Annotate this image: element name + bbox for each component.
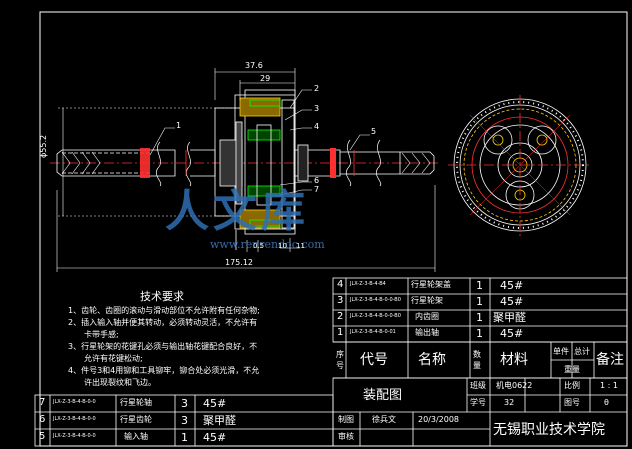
school-name: 无锡职业技术学院: [493, 422, 605, 438]
hdr-name: 名称: [418, 352, 446, 368]
end-view: [448, 95, 592, 236]
bom-name: 行星齿轮: [120, 415, 152, 424]
watermark-logo: 人文库: [165, 186, 309, 237]
balloon-4: 4: [314, 122, 320, 131]
dim-11: 11: [296, 242, 305, 250]
bom-code: JLX-Z-3-B-4-B-0-0: [53, 433, 96, 439]
balloon-leaders: [149, 89, 370, 196]
bom-mat: 45#: [500, 327, 524, 340]
hdr-mat: 材料: [500, 352, 528, 368]
id-value: 32: [504, 398, 515, 407]
bom-lower-grid: [34, 394, 334, 447]
balloon-3: 3: [314, 104, 320, 113]
bom-code: JLX-Z-3-B-4-B-0-0: [53, 416, 96, 422]
bom-qty: 3: [181, 414, 188, 427]
bom-code: JLX-Z-3-B-4-B-0-0: [53, 399, 96, 405]
bom-no: 1: [337, 327, 344, 338]
tech-line: 卡带手感;: [84, 330, 119, 339]
tech-line: 许出现裂纹和飞边。: [84, 378, 156, 387]
dim-175-12: 175.12: [225, 258, 253, 267]
hdr-code: 代号: [360, 352, 388, 368]
id-label: 学号: [470, 398, 486, 407]
section-view: [50, 89, 440, 250]
dimension-lines: [56, 68, 436, 272]
bom-qty: 1: [476, 327, 483, 340]
balloon-2: 2: [314, 84, 320, 93]
bom-mat: 45#: [500, 279, 524, 292]
bom-no: 2: [337, 311, 344, 322]
bom-code: JLX-Z-3-B-4-B-0-0-B0: [350, 313, 401, 319]
scale-label: 比例: [564, 381, 580, 390]
sheet-label: 图号: [564, 398, 580, 407]
tech-line: 3、行星轮架的花键孔必须与输出轴花键配合良好，不: [68, 342, 258, 351]
hdr-unit: 单件: [553, 347, 569, 356]
hdr-weight: 重量: [564, 365, 580, 374]
drawn-name: 徐兵文: [372, 415, 396, 424]
balloon-7: 7: [314, 185, 320, 194]
bom-name: 输入轴: [124, 432, 148, 441]
hdr-total: 总计: [574, 347, 590, 356]
drawing-title: 装配图: [363, 388, 403, 403]
class-value: 机电0622: [496, 381, 533, 390]
input-shaft-left: [56, 149, 176, 177]
bom-mat: 45#: [500, 295, 524, 308]
bom-qty: 3: [181, 397, 188, 410]
bom-qty: 1: [476, 295, 483, 308]
bom-code: JLX-Z-3-B-4-B-0-0-B0: [350, 297, 401, 303]
dim-37-6: 37.6: [245, 61, 263, 70]
tech-line: 2、插入输入轴并便其转动，必须转动灵活，不允许有: [68, 318, 258, 327]
scale-value: 1 : 1: [600, 381, 618, 390]
hdr-qty: 数量: [473, 350, 481, 370]
bom-no: 5: [39, 431, 46, 442]
tech-line: 允许有花键松动;: [84, 354, 143, 363]
bom-qty: 1: [181, 431, 188, 444]
balloon-6: 6: [314, 176, 320, 185]
balloon-1: 1: [176, 121, 182, 130]
sheet-value: θ: [604, 398, 609, 407]
hdr-remark: 备注: [596, 352, 624, 368]
tech-line: 1、齿轮、齿圈的滚动与滑动部位不允许附有任何杂物;: [68, 306, 260, 315]
bom-name: 内齿圈: [415, 312, 439, 321]
bom-mat: 45#: [203, 431, 227, 444]
drawn-date: 20/3/2008: [418, 415, 460, 424]
bom-no: 7: [39, 397, 46, 408]
class-label: 班级: [470, 381, 486, 390]
hdr-no: 序号: [336, 350, 344, 370]
bom-mat: 聚甲醛: [203, 414, 236, 427]
bom-no: 4: [337, 279, 344, 290]
dim-diameter: ϕ55.2: [39, 134, 48, 158]
bom-name: 输出轴: [415, 328, 439, 337]
drawn-label: 制图: [338, 415, 354, 424]
bom-qty: 1: [476, 311, 483, 324]
bom-code: JLX-Z-3-B-4-B-0-01: [350, 329, 396, 335]
check-label: 审核: [338, 432, 354, 441]
dim-29: 29: [260, 74, 271, 83]
balloon-5: 5: [371, 127, 377, 136]
bom-name: 行星轮轴: [120, 398, 152, 407]
bom-qty: 1: [476, 279, 483, 292]
bom-name: 行星轮架盖: [411, 280, 451, 289]
watermark-url: www.renrendoc.com: [210, 238, 325, 251]
dim-10: 10: [278, 242, 287, 250]
dim-0-5: 0.5: [253, 242, 265, 250]
tech-line: 4、件号3和4用铆和工具铆牢，铆合处必须光滑，不允: [68, 366, 260, 375]
bom-mat: 45#: [203, 397, 227, 410]
bom-mat: 聚甲醛: [493, 311, 526, 324]
bom-code: JLX-Z-3-B-4-B4: [350, 281, 386, 287]
title-block-grid: [332, 377, 628, 447]
bom-no: 6: [39, 414, 46, 425]
bom-no: 3: [337, 295, 344, 306]
tech-title: 技术要求: [140, 290, 184, 303]
bom-name: 行星轮架: [411, 296, 443, 305]
